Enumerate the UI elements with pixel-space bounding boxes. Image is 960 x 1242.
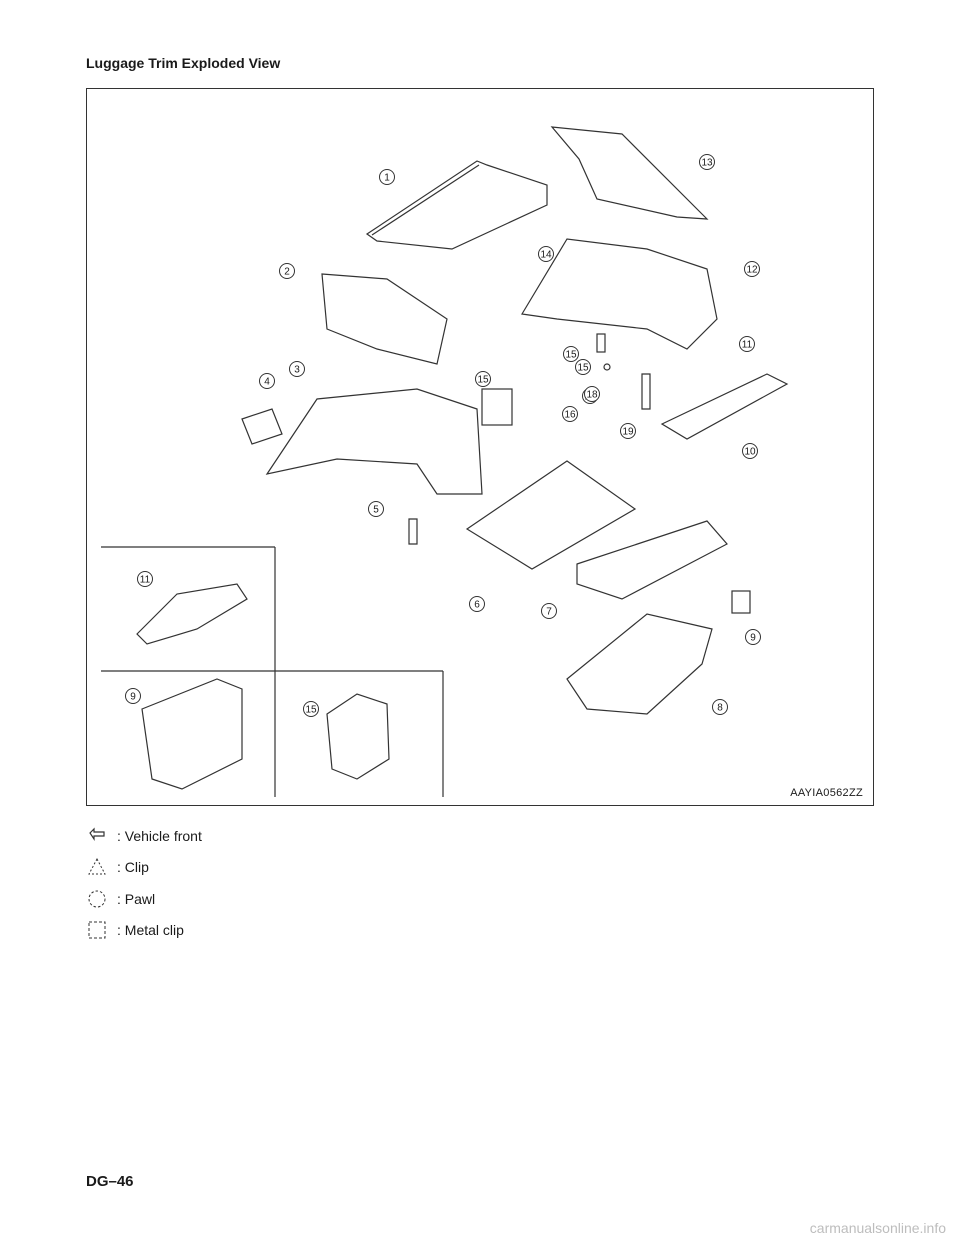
part-luggage-floor [576,520,728,600]
part-cover-box [731,590,751,614]
callout-16: 16 [564,410,576,421]
callout-15-bubble [575,359,591,375]
part-side-trim-right [521,238,718,350]
callout-15-bubble [563,346,579,362]
callout-19: 19 [622,427,634,438]
callout-11: 11 [742,340,753,351]
page-number: DG–46 [86,1173,134,1190]
pawl-circle-icon [88,890,106,908]
inset-part-11 [136,583,248,645]
legend-item-vehicle-front: : Vehicle front [86,820,202,852]
vehicle-front-arrow-icon [89,827,105,841]
part-luggage-cover [365,160,548,250]
clip-triangle-icon [88,858,106,875]
callout-14-bubble [538,246,554,262]
callout-15: 15 [477,375,489,386]
callout-15: 15 [565,350,577,361]
callout-13: 13 [701,158,713,169]
legend-item-metal-clip: : Metal clip [86,915,202,947]
part-17 [596,333,606,353]
callout-10: 10 [744,447,756,458]
figure-id: AAYIA0562ZZ [790,787,863,799]
legend-label: : Clip [117,859,149,876]
callout-10-bubble [742,443,758,459]
inset-callout-9-bubble [125,688,141,704]
callout-12-bubble [744,261,760,277]
part-small-bracket [241,408,283,445]
callout-9-bubble [745,629,761,645]
part-side-trim-left [321,273,448,365]
inset-callout-9: 9 [130,692,136,703]
callout-1-bubble [379,169,395,185]
part-lower-trim-left [265,388,483,495]
callout-6: 6 [474,600,480,611]
callout-19-bubble [620,423,636,439]
part-luggage-tray [566,613,713,715]
callout-12: 12 [746,265,758,276]
callout-15: 15 [577,363,589,374]
callout-14: 14 [540,250,552,261]
callout-9: 9 [750,633,756,644]
callout-1: 1 [384,173,390,184]
callout-2: 2 [284,267,290,278]
metal-clip-square-icon [88,921,106,939]
part-bracket-19 [641,373,651,410]
legend-item-clip: : Clip [86,852,202,884]
callout-5: 5 [373,505,379,516]
callout-7: 7 [546,607,552,618]
callout-18: 18 [586,390,598,401]
inset-part-9 [141,678,243,790]
legend-label: : Pawl [117,890,156,907]
inset-callout-11-bubble [137,571,153,587]
legend-label: : Vehicle front [117,827,202,844]
inset-callout-15: 15 [305,705,317,716]
callout-5-bubble [368,501,384,517]
callout-8-bubble [712,699,728,715]
page-title: Luggage Trim Exploded View [86,55,281,71]
part-luggage-board [465,460,637,570]
inset-callout-11: 11 [140,575,151,586]
callout-4: 4 [264,377,270,388]
callout-3-bubble [289,361,305,377]
callout-13-bubble [699,154,715,170]
legend-label: : Metal clip [117,922,184,939]
part-upper-trim [550,126,709,220]
legend-item-pawl: : Pawl [86,883,202,915]
exploded-view-drawing: 12345678910111213141515161517181911915 [101,126,789,797]
legend: : Vehicle front : Clip : Pawl : Metal cl… [86,820,202,946]
part-18 [603,363,611,371]
callout-6-bubble [469,596,485,612]
callout-11-bubble [739,336,755,352]
inset-callout-15-bubble [303,701,319,717]
callout-16-bubble [562,406,578,422]
watermark: carmanualsonline.info [809,1220,946,1236]
inset-part-15 [326,693,390,780]
exploded-view-figure: 12345678910111213141515161517181911915 A… [86,88,874,806]
part-bracket-5 [408,518,418,545]
part-grille [481,388,513,426]
callout-8: 8 [717,703,723,714]
callout-15-bubble [475,371,491,387]
callout-2-bubble [279,263,295,279]
callout-18-bubble [584,386,600,402]
part-kicking-plate [660,373,789,440]
callout-7-bubble [541,603,557,619]
callout-4-bubble [259,373,275,389]
callout-3: 3 [294,365,300,376]
